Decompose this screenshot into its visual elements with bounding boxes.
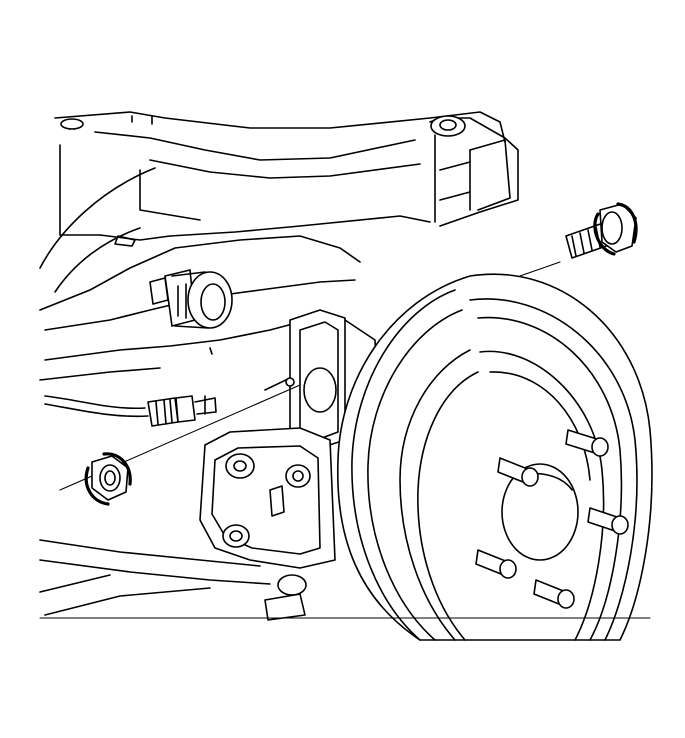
hub-bearing-assembly <box>199 427 336 621</box>
brake-hose <box>44 395 217 427</box>
wheel-stud <box>565 429 609 457</box>
mounting-bolt <box>519 202 638 277</box>
rear-axle-crossmember <box>39 111 519 616</box>
wheel-stud <box>587 507 629 535</box>
wheel-stud <box>533 579 575 609</box>
wheel-studs <box>475 429 629 609</box>
trailing-arm-bushing <box>149 269 233 329</box>
mounting-nut <box>59 384 301 506</box>
wheel-stud <box>475 549 517 579</box>
brake-drum <box>336 273 653 641</box>
wheel-stud <box>497 457 539 487</box>
